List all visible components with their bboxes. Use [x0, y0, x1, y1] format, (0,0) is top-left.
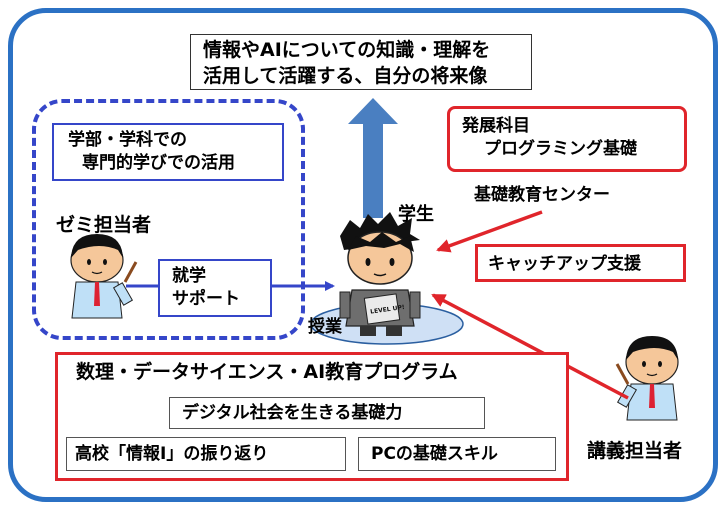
program-item-digital: デジタル社会を生きる基礎力 [169, 397, 485, 429]
lecturer-figure [615, 336, 679, 421]
goal-box: 情報やAIについての知識・理解を 活用して活躍する、自分の将来像 [190, 34, 532, 90]
program-item-digital-label: デジタル社会を生きる基礎力 [182, 403, 403, 423]
center-arrow [436, 210, 543, 253]
study-support-box: 就学 サポート [158, 259, 272, 317]
faculty-line-2: 専門的学びでの活用 [82, 153, 235, 173]
program-item-pc-label: PCの基礎スキル [371, 444, 498, 464]
center-label: 基礎教育センター [474, 185, 610, 205]
seminar-region [32, 99, 305, 340]
catch-up-label: キャッチアップ支援 [488, 254, 641, 274]
program-item-highschool-label: 高校「情報Ⅰ」の振り返り [75, 444, 269, 464]
program-title: 数理・データサイエンス・AI教育プログラム [76, 361, 458, 383]
student-figure: LEVEL UP! [339, 212, 421, 336]
faculty-box: 学部・学科での 専門的学びでの活用 [52, 123, 284, 181]
goal-line-1: 情報やAIについての知識・理解を [203, 39, 491, 61]
development-course-line-2: プログラミング基礎 [484, 139, 637, 159]
development-course-box: 発展科目 プログラミング基礎 [447, 106, 687, 172]
lecturer-label: 講義担当者 [587, 440, 683, 462]
seminar-leader-label: ゼミ担当者 [56, 214, 152, 236]
goal-line-2: 活用して活躍する、自分の将来像 [203, 65, 488, 87]
program-box: 数理・データサイエンス・AI教育プログラム デジタル社会を生きる基礎力 高校「情… [55, 352, 569, 481]
student-badge: LEVEL UP! [370, 304, 405, 316]
student-label: 学生 [398, 204, 434, 225]
seminar-leader-figure [70, 234, 138, 319]
faculty-line-1: 学部・学科での [68, 130, 187, 150]
program-item-highschool: 高校「情報Ⅰ」の振り返り [66, 437, 346, 471]
up-arrow [348, 98, 398, 218]
program-item-pc: PCの基礎スキル [358, 437, 556, 471]
study-support-line-1: 就学 [172, 266, 206, 286]
catch-up-box: キャッチアップ支援 [475, 244, 686, 282]
development-course-line-1: 発展科目 [462, 116, 530, 136]
class-label: 授業 [308, 317, 342, 337]
study-support-line-2: サポート [172, 289, 240, 309]
lecturer-arrow [431, 293, 629, 400]
